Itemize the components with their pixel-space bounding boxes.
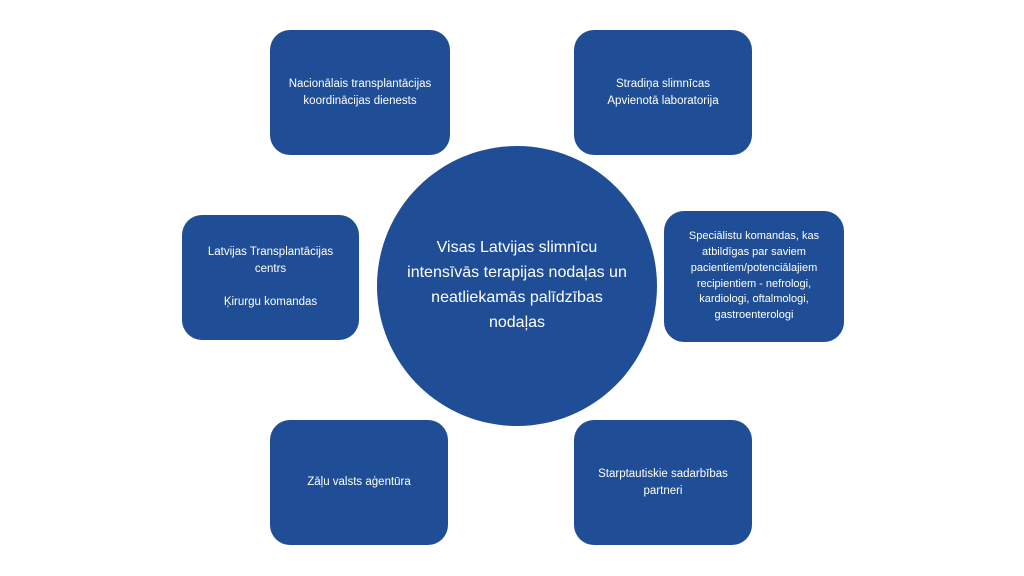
node-latvian-transplant-centre-surgical-teams: Latvijas Transplantācijas centrs Ķirurgu… xyxy=(182,215,359,340)
node-national-transplant-coordination-service: Nacionālais transplantācijas koordinācij… xyxy=(270,30,450,155)
node-label: Nacionālais transplantācijas koordinācij… xyxy=(288,77,432,107)
node-label: Stradiņa slimnīcas Apvienotā laboratorij… xyxy=(607,77,719,107)
node-label: Latvijas Transplantācijas centrs Ķirurgu… xyxy=(207,246,334,309)
node-label: Starptautiskie sadarbības partneri xyxy=(598,467,728,497)
node-state-agency-of-medicines: Zāļu valsts aģentūra xyxy=(270,420,448,545)
center-node-hospital-icu-emergency-departments: Visas Latvijas slimnīcu intensīvās terap… xyxy=(377,146,657,426)
center-node-label: Visas Latvijas slimnīcu intensīvās terap… xyxy=(407,239,627,331)
node-label: Zāļu valsts aģentūra xyxy=(307,476,411,489)
node-stradina-hospital-joint-laboratory: Stradiņa slimnīcas Apvienotā laboratorij… xyxy=(574,30,752,155)
node-label: Speciālistu komandas, kas atbildīgas par… xyxy=(688,229,820,322)
node-international-cooperation-partners: Starptautiskie sadarbības partneri xyxy=(574,420,752,545)
node-specialist-teams: Speciālistu komandas, kas atbildīgas par… xyxy=(664,211,844,342)
